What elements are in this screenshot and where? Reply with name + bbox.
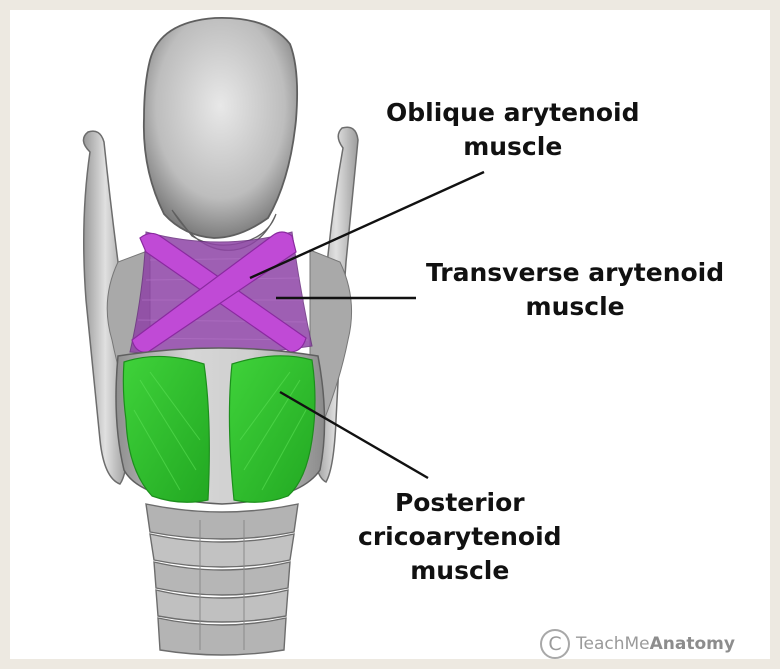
oblique-arytenoid-label: Oblique arytenoid muscle	[386, 96, 639, 164]
posterior-label-line3: muscle	[358, 554, 562, 588]
posterior-label-line2: cricoarytenoid	[358, 520, 562, 554]
transverse-label-line1: Transverse arytenoid	[426, 256, 724, 290]
posterior-label-line1: Posterior	[358, 486, 562, 520]
posterior-cricoarytenoid-label: Posterior cricoarytenoid muscle	[358, 486, 562, 588]
transverse-arytenoid-label: Transverse arytenoid muscle	[426, 256, 724, 324]
oblique-label-line2: muscle	[386, 130, 639, 164]
trachea	[146, 504, 298, 655]
copyright-icon: C	[540, 629, 570, 659]
transverse-label-line2: muscle	[426, 290, 724, 324]
epiglottis	[144, 18, 297, 238]
credit-prefix: TeachMe	[576, 634, 650, 654]
oblique-label-line1: Oblique arytenoid	[386, 96, 639, 130]
credit-brand: Anatomy	[650, 634, 735, 654]
